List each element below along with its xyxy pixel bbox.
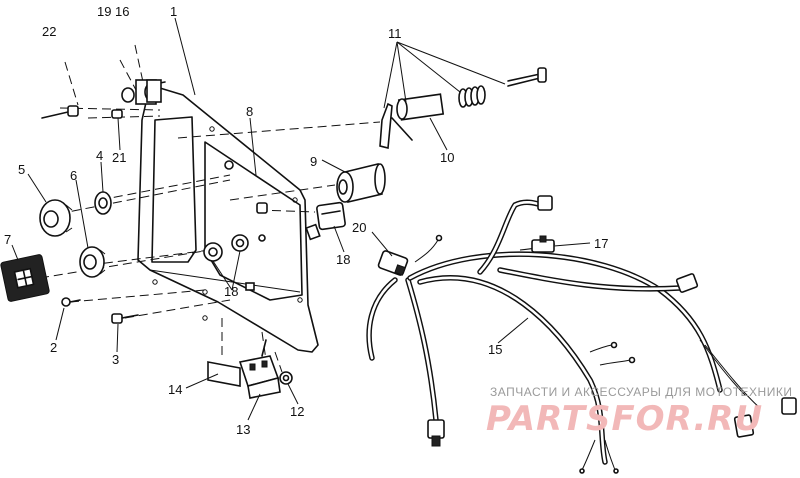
hinge-bracket xyxy=(121,79,166,105)
leader-lines xyxy=(11,17,591,421)
callout-4: 4 xyxy=(96,148,103,163)
callout-10: 10 xyxy=(440,150,454,165)
callout-18-grommets: 18 xyxy=(224,284,238,299)
spring-11 xyxy=(458,85,486,108)
connector-20 xyxy=(377,250,409,276)
callout-11: 11 xyxy=(388,26,402,41)
round-switch-9 xyxy=(336,163,386,203)
callout-7: 7 xyxy=(4,232,11,247)
callout-14: 14 xyxy=(168,382,182,397)
watermark: ЗАПЧАСТИ И АКСЕССУАРЫ ДЛЯ МОТОТЕХНИКИ PA… xyxy=(486,385,792,439)
callout-12: 12 xyxy=(290,404,304,419)
screw-3 xyxy=(111,313,139,324)
watermark-subtitle: ЗАПЧАСТИ И АКСЕССУАРЫ ДЛЯ МОТОТЕХНИКИ xyxy=(490,385,792,399)
connector-top xyxy=(537,195,553,211)
watermark-brand: PARTSFOR.RU xyxy=(486,399,763,439)
callout-1: 1 xyxy=(170,4,177,19)
callout-5: 5 xyxy=(18,162,25,177)
callout-19: 19 xyxy=(97,4,111,19)
plate-14 xyxy=(207,361,241,387)
connector-bottom-right xyxy=(733,397,797,438)
callout-13: 13 xyxy=(236,422,250,437)
callout-labels: 1 19 16 22 11 8 10 9 21 4 5 6 7 20 17 18… xyxy=(4,4,608,437)
callout-8: 8 xyxy=(246,104,253,119)
screw-22 xyxy=(41,105,79,119)
callout-2: 2 xyxy=(50,340,57,355)
callout-21: 21 xyxy=(112,150,126,165)
connector-bottom-left xyxy=(427,419,445,447)
callout-17: 17 xyxy=(594,236,608,251)
plunger-switch-10 xyxy=(379,93,445,150)
wiring-harness-15 xyxy=(366,199,761,471)
sleeve-21 xyxy=(111,109,123,119)
callout-20: 20 xyxy=(352,220,366,235)
callout-22: 22 xyxy=(42,24,56,39)
callout-15: 15 xyxy=(488,342,502,357)
toggle-switch-18 xyxy=(305,201,346,241)
grommets-18 xyxy=(203,234,249,262)
callout-3: 3 xyxy=(112,352,119,367)
connector-17 xyxy=(531,235,555,253)
nut-12 xyxy=(279,371,293,385)
callout-9: 9 xyxy=(310,154,317,169)
connector-right xyxy=(675,273,699,293)
pin-11 xyxy=(507,67,547,87)
washer-4 xyxy=(94,191,112,215)
wire-terminals xyxy=(435,234,636,474)
callout-18-toggle: 18 xyxy=(336,252,350,267)
screw-2 xyxy=(61,297,81,307)
ring-nut-6 xyxy=(79,246,106,278)
callout-6: 6 xyxy=(70,168,77,183)
nut-5 xyxy=(39,199,73,237)
callout-16: 16 xyxy=(115,4,129,19)
terminal-block-13 xyxy=(238,339,281,399)
mounting-plate xyxy=(137,84,319,353)
key-switch-7 xyxy=(0,254,50,302)
